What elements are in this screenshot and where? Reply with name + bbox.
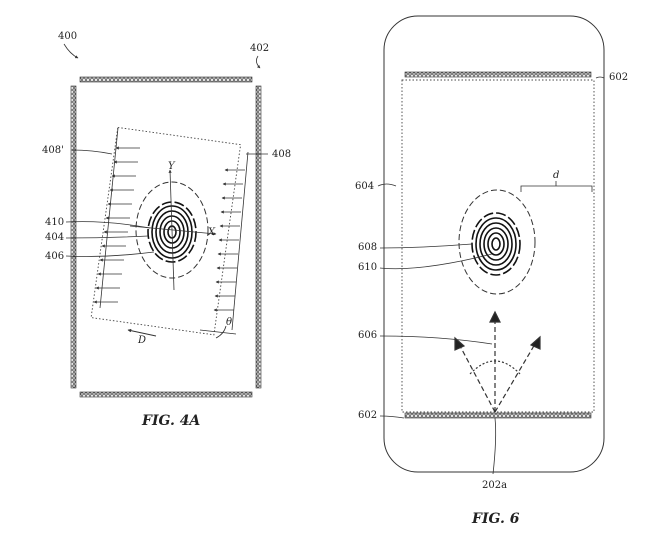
sensor-strip-bottom <box>79 391 253 398</box>
ref-410-leader <box>65 221 151 229</box>
d-arrow <box>127 328 157 337</box>
sensor-strip-left <box>70 85 77 389</box>
theta-arc <box>215 325 227 339</box>
ref-label-604: 604 <box>355 181 375 192</box>
ref-606-leader <box>379 335 493 345</box>
device-outline <box>383 15 605 473</box>
axis-x <box>129 225 217 236</box>
ref-label-404: 404 <box>45 232 65 243</box>
ref-406-leader <box>65 251 155 257</box>
fingerprint-icon <box>458 189 536 295</box>
dimension-label-d: d <box>553 170 560 181</box>
ref-400-leader <box>63 43 79 59</box>
ref-610-leader <box>379 253 493 270</box>
ref-label-602-top: 602 <box>609 72 629 83</box>
sensor-strip-top-6 <box>404 71 592 78</box>
ref-label-406: 406 <box>45 251 65 262</box>
ref-label-400: 400 <box>58 31 78 42</box>
ref-label-606: 606 <box>358 330 378 341</box>
ref-label-408: 408 <box>272 149 292 160</box>
arrow-field-right <box>213 151 249 331</box>
swipe-arrow-icon <box>454 310 541 413</box>
ref-label-402: 402 <box>250 43 270 54</box>
ref-label-202a: 202a <box>482 480 508 491</box>
ref-602a-leader <box>595 76 605 79</box>
dim-d-bracket <box>520 185 593 192</box>
axis-label-y: Y <box>168 161 175 172</box>
angle-label-theta: θ <box>226 317 233 328</box>
ref-202a-leader <box>492 417 497 475</box>
ref-402-leader <box>256 55 261 69</box>
ref-608-leader <box>379 243 473 249</box>
arrow-field-left <box>93 127 140 309</box>
ref-label-408p: 408' <box>42 145 64 156</box>
sensor-strip-top <box>79 76 253 83</box>
ref-label-410: 410 <box>45 217 65 228</box>
direction-label-d: D <box>138 335 147 346</box>
figure-6-caption: FIG. 6 <box>472 511 520 527</box>
ref-label-602-bottom: 602 <box>358 410 378 421</box>
axis-label-x: X <box>208 227 216 238</box>
figure-4a-caption: FIG. 4A <box>142 413 201 429</box>
ref-604-leader <box>377 183 397 187</box>
rotated-scan-region <box>90 126 242 336</box>
ref-602b-leader <box>379 415 405 419</box>
figure-4a <box>63 43 269 398</box>
sensor-strip-bottom-6 <box>404 412 592 419</box>
figure-6 <box>377 15 605 475</box>
display-region <box>401 79 595 413</box>
ref-408p-leader <box>71 149 113 155</box>
theta-baseline <box>199 329 237 335</box>
ref-404-leader <box>65 235 149 239</box>
ref-label-608: 608 <box>358 242 378 253</box>
ref-label-610: 610 <box>358 262 378 273</box>
sensor-strip-right <box>255 85 262 389</box>
